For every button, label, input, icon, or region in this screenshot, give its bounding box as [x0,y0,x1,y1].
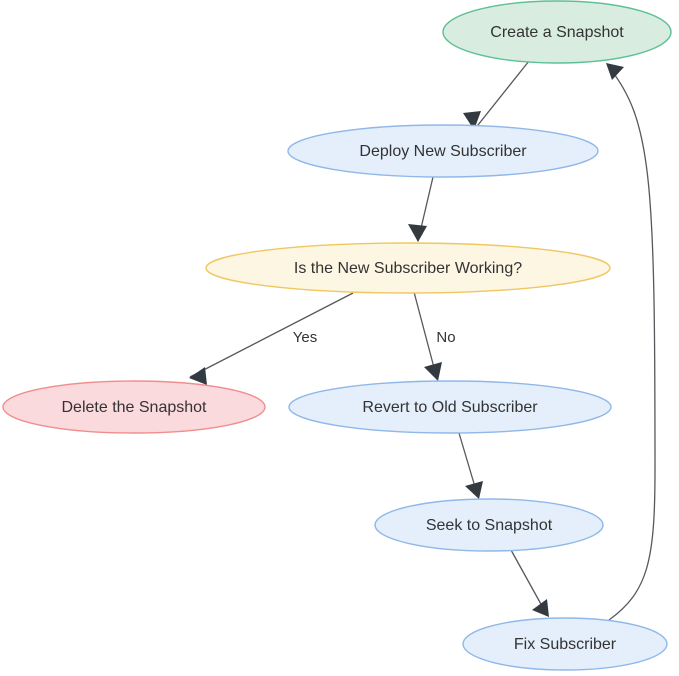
node-shape-delete-the-snapshot[interactable] [2,380,266,434]
node-is-new-subscriber-working[interactable]: Is the New Subscriber Working? [205,242,611,294]
edge-line [473,60,530,131]
node-shape-create-snapshot[interactable] [442,0,672,64]
edge-labels-layer: Yes No [293,329,456,346]
node-fix-subscriber[interactable]: Fix Subscriber [462,617,668,671]
edge-label-edge-decision-to-revert: No [436,329,455,346]
node-revert-to-old-subscriber[interactable]: Revert to Old Subscriber [288,380,612,434]
arrow-head-icon [189,367,207,385]
edges-layer [189,60,656,621]
arrow-head-icon [532,599,549,617]
edge-edge-seek-to-fix [510,549,549,617]
node-label-is-new-subscriber-working: Is the New Subscriber Working? [294,260,522,277]
node-create-snapshot[interactable]: Create a Snapshot [442,0,672,64]
node-shape-deploy-new-subscriber[interactable] [287,124,599,178]
edge-line [607,65,656,621]
arrow-head-icon [463,111,481,130]
node-seek-to-snapshot[interactable]: Seek to Snapshot [374,498,604,552]
arrow-head-icon [606,63,624,80]
edge-edge-revert-to-seek [458,432,483,499]
node-delete-the-snapshot[interactable]: Delete the Snapshot [2,380,266,434]
arrow-head-icon [424,362,442,381]
arrow-head-icon [465,481,483,499]
edge-edge-decision-to-delete [189,292,354,385]
edge-edge-create-to-deploy [463,60,530,131]
node-label-deploy-new-subscriber: Deploy New Subscriber [359,143,527,160]
node-shape-is-new-subscriber-working[interactable] [205,242,611,294]
edge-label-edge-decision-to-delete: Yes [293,329,317,346]
edge-edge-decision-to-revert [413,291,442,381]
node-label-fix-subscriber: Fix Subscriber [514,636,617,653]
node-shape-seek-to-snapshot[interactable] [374,498,604,552]
edge-edge-fix-to-create [606,63,656,621]
edge-line [189,292,354,378]
node-label-revert-to-old-subscriber: Revert to Old Subscriber [362,399,538,416]
edge-edge-deploy-to-decision [408,176,434,242]
node-label-delete-the-snapshot: Delete the Snapshot [62,399,208,416]
node-label-create-snapshot: Create a Snapshot [490,24,624,41]
node-shape-revert-to-old-subscriber[interactable] [288,380,612,434]
node-label-seek-to-snapshot: Seek to Snapshot [426,517,553,534]
arrow-head-icon [408,224,427,242]
node-deploy-new-subscriber[interactable]: Deploy New Subscriber [287,124,599,178]
node-shape-fix-subscriber[interactable] [462,617,668,671]
